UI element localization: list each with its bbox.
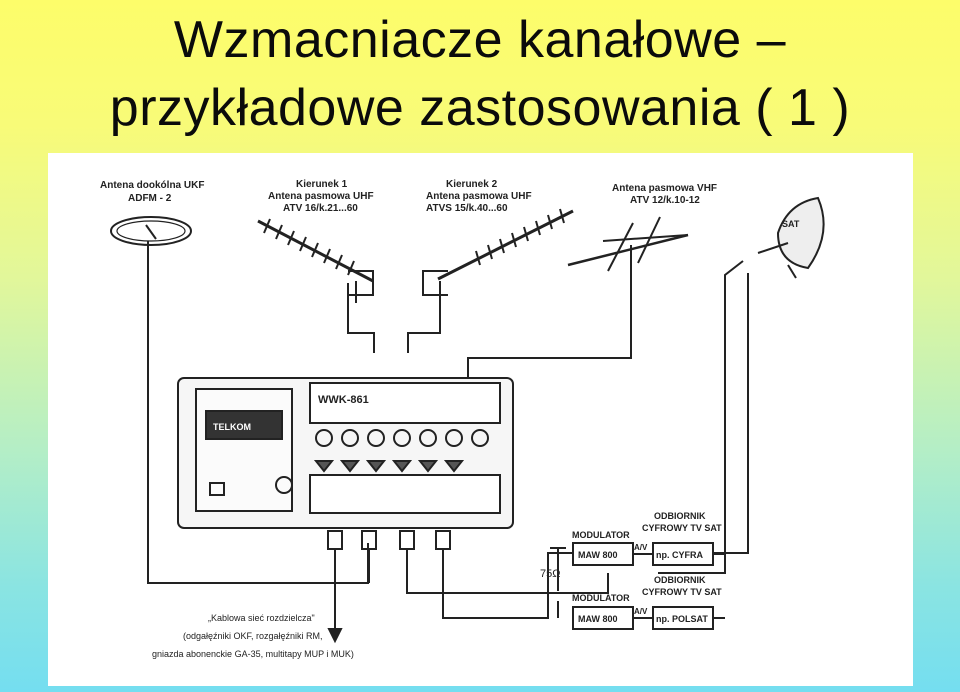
receiver-2-line1: ODBIORNIK <box>654 575 706 585</box>
antenna-4-label-line2: ATV 12/k.10-12 <box>630 195 700 206</box>
sat-dish-icon <box>757 196 825 279</box>
receiver-2-device: np. POLSAT <box>656 614 708 624</box>
slide-title-line-1: Wzmacniacze kanałowe – <box>173 11 787 69</box>
network-note-line2: (odgałęźniki OKF, rozgałęźniki RM, <box>183 631 323 641</box>
antenna-3-label-line1: Kierunek 2 <box>446 179 498 190</box>
modulator-2-device: MAW 800 <box>578 614 618 624</box>
receiver-1-line2: CYFROWY TV SAT <box>642 523 722 533</box>
termination-label: 75Ω <box>540 568 560 580</box>
modulator-2-av: A/V <box>634 607 648 616</box>
antenna-2-label-line2: Antena pasmowa UHF <box>268 191 374 202</box>
modulator-1-av: A/V <box>634 543 648 552</box>
network-note-line3: gniazda abonenckie GA-35, multitapy MUP … <box>152 649 354 659</box>
modulator-1-label: MODULATOR <box>572 530 630 540</box>
receiver-1-line1: ODBIORNIK <box>654 511 706 521</box>
sat-label: SAT <box>782 219 800 229</box>
antenna-1-label-line2: ADFM - 2 <box>128 193 172 204</box>
antenna-1-label-line1: Antena dookólna UKF <box>100 180 204 191</box>
installation-diagram: Antena dookólna UKF ADFM - 2 Kierunek 1 … <box>48 153 913 686</box>
vhf-antenna-icon <box>567 216 689 272</box>
antenna-3-label-line3: ATVS 15/k.40...60 <box>426 203 508 214</box>
amplifier-unit <box>177 377 514 529</box>
uhf-antenna-2-icon <box>422 208 574 303</box>
network-note-line1: „Kablowa sieć rozdzielcza" <box>208 613 315 623</box>
uhf-antenna-1-icon <box>257 218 374 303</box>
amplifier-knobs <box>315 429 489 447</box>
antenna-2-label-line1: Kierunek 1 <box>296 179 348 190</box>
amplifier-brand: TELKOM <box>213 422 251 432</box>
modulator-1-device: MAW 800 <box>578 550 618 560</box>
modulator-2-label: MODULATOR <box>572 593 630 603</box>
antenna-2-label-line3: ATV 16/k.21...60 <box>283 203 358 214</box>
amplifier-output-connectors <box>327 530 451 550</box>
receiver-2-line2: CYFROWY TV SAT <box>642 587 722 597</box>
antenna-3-label-line2: Antena pasmowa UHF <box>426 191 532 202</box>
fm-antenna-icon <box>110 216 192 246</box>
antenna-4-label-line1: Antena pasmowa VHF <box>612 183 717 194</box>
amplifier-model: WWK-861 <box>318 394 369 406</box>
installation-diagram-svg: Antena dookólna UKF ADFM - 2 Kierunek 1 … <box>100 179 825 659</box>
receiver-1-device: np. CYFRA <box>656 550 703 560</box>
slide-title-line-2: przykładowe zastosowania ( 1 ) <box>109 79 851 137</box>
amplifier-triangles <box>313 460 465 473</box>
